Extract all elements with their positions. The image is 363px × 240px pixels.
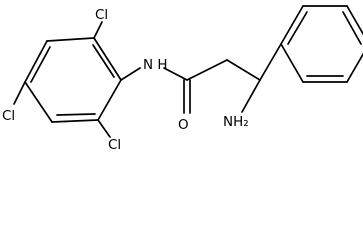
ring-a-bond-4: [24, 81, 53, 123]
ring-a-bond-6: [46, 37, 95, 42]
ring-b-bond-3: [346, 5, 363, 36]
bond-n-carbonyl-c: [163, 67, 188, 81]
ring-a-bond-2: [97, 79, 122, 121]
ring-a-double-bond-3: [30, 46, 51, 83]
bond-ch2-ch: [226, 59, 261, 81]
ring-a-bond-5: [24, 40, 48, 83]
bond-carbonyl-ch2: [186, 59, 228, 81]
ring-a-bond-3: [51, 119, 99, 123]
atom-cl-top: Cl: [95, 7, 108, 23]
ring-b-bond-6: [280, 43, 304, 83]
atom-cl-bottom: Cl: [108, 137, 121, 151]
bond-c-cl-top: [93, 21, 103, 39]
bond-c-cl-left: [13, 81, 26, 105]
bond-ch-phenyl: [259, 43, 282, 81]
phenyl-ring: [280, 5, 363, 83]
bond-c-cl-bottom: [97, 119, 111, 138]
atom-amide-nh: N H: [143, 57, 168, 73]
ring-a-double-bond-1: [92, 44, 115, 78]
ring-b-bond-1: [280, 5, 304, 45]
ring-b-double-bond-1: [287, 11, 308, 45]
ring-a-bond-1: [93, 37, 122, 81]
atom-cl-left: Cl: [2, 108, 15, 124]
chemical-structure: Cl Cl Cl N H O NH₂: [2, 5, 363, 151]
atom-amine-nh2: NH₂: [223, 114, 249, 130]
ring-a-double-bond-2: [56, 113, 96, 116]
trichlorophenyl-ring: [24, 37, 122, 123]
bond-ch-nh2: [241, 79, 261, 113]
ring-b-bond-4: [346, 52, 363, 83]
atom-carbonyl-o: O: [178, 117, 189, 133]
bond-ring-n: [120, 67, 141, 81]
ring-b-double-bond-2: [342, 11, 362, 45]
